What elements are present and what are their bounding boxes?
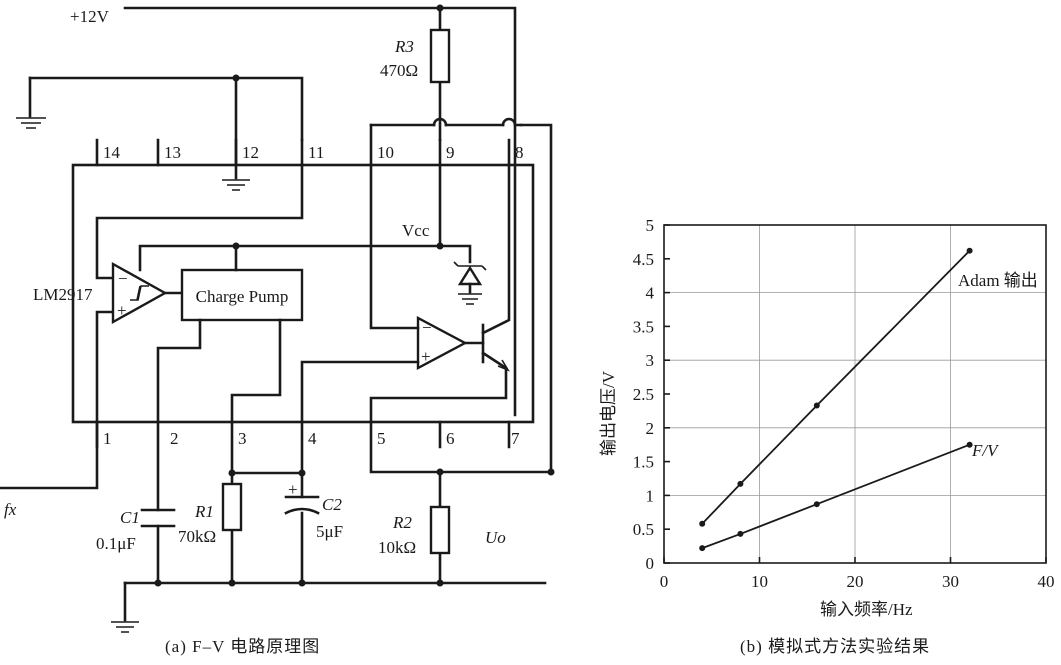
series-line-0 [701,250,971,525]
supply-rail [123,6,517,417]
charge-pump-block [180,268,304,322]
c2-value: 5μF [316,522,343,541]
crossover-bus [369,123,553,474]
output-label: Uo [485,528,506,547]
ground-symbol [16,117,46,129]
y-tick-label: 2 [646,419,655,438]
bottom-pin-stubs [95,420,511,449]
x-tick-label: 30 [942,572,959,591]
pin-11: 11 [308,143,324,162]
svg-text:+: + [421,347,431,366]
series-label-adam: Adam 输出 [958,271,1038,290]
chart-x-ticks: 0 10 20 30 40 [660,557,1055,591]
c2-name: C2 [322,495,342,514]
x-axis-label: 输入频率/Hz [820,600,913,619]
r1-resistor [221,482,243,532]
circuit-caption: (a) F–V 电路原理图 [165,637,320,656]
pin-9: 9 [446,143,455,162]
r3-resistor [429,28,451,84]
r2-value: 10kΩ [378,538,416,557]
y-tick-label: 1 [646,486,655,505]
pin-8: 8 [515,143,524,162]
y-axis-label: 输出电压/V [599,370,618,456]
series-point-1 [699,545,706,552]
pin-4: 4 [308,429,317,448]
pin-12: 12 [242,143,259,162]
pin-1: 1 [103,429,112,448]
hysteresis-icon [130,285,149,301]
pin-6: 6 [446,429,455,448]
series-point-0 [699,520,706,527]
y-tick-label: 4.5 [633,250,654,269]
ground-symbol-pin12 [222,179,250,191]
series-point-1 [966,441,973,448]
svg-text:−: − [422,318,432,337]
chart-grid [664,225,1046,563]
pump-to-pin2 [156,318,202,424]
input-wire [0,310,115,490]
r3-value: 470Ω [380,61,418,80]
pin-10: 10 [377,143,394,162]
pump-to-pin3 [230,318,282,424]
zener-diode [457,265,483,286]
r2-name: R2 [392,513,412,532]
chart-series [699,247,973,552]
zener-ground-symbol [458,293,482,305]
y-tick-label: 1.5 [633,453,654,472]
svg-text:−: − [118,269,128,288]
r3-name: R3 [394,37,414,56]
c1-value: 0.1μF [96,534,136,553]
y-tick-label: 0 [646,554,655,573]
x-tick-label: 10 [751,572,768,591]
vcc-label: Vcc [402,221,430,240]
series-point-1 [813,501,820,508]
pin-5: 5 [377,429,386,448]
series-label-fv: F/V [971,441,1000,460]
ground-wire [28,76,304,142]
charge-pump-label: Charge Pump [196,287,289,306]
ground-symbol-bottom [111,621,139,633]
x-tick-label: 40 [1038,572,1055,591]
c1-capacitor [140,508,176,528]
pin-3: 3 [238,429,247,448]
chart-caption: (b) 模拟式方法实验结果 [740,637,930,656]
top-pin-stubs [95,123,511,167]
y-tick-label: 2.5 [633,385,654,404]
pin11-internal [95,163,304,280]
y-tick-label: 3 [646,351,655,370]
pin4-to-opamp [300,360,420,424]
y-tick-label: 0.5 [633,520,654,539]
series-point-1 [737,530,744,537]
emitter-arrow [497,359,510,372]
r1-name: R1 [194,502,214,521]
x-tick-label: 0 [660,572,669,591]
pin-13: 13 [164,143,181,162]
pin-2: 2 [170,429,179,448]
y-tick-label: 5 [646,216,655,235]
pin10-to-opamp [369,163,420,330]
pin-7: 7 [511,429,520,448]
r1-value: 70kΩ [178,527,216,546]
y-tick-label: 4 [646,284,655,303]
series-line-1 [701,443,970,549]
svg-text:+: + [288,480,298,499]
input-label: fx [4,500,17,519]
pin-14: 14 [103,143,121,162]
y-tick-label: 3.5 [633,317,654,336]
chart-y-ticks: 0 0.5 1 1.5 2 2.5 3 3.5 4 4.5 5 [633,216,670,573]
series-point-0 [813,402,820,409]
chip-label: LM2917 [33,285,93,304]
series-point-0 [737,480,744,487]
circuit-diagram: +12V R3 470Ω LM2917 14 13 12 11 10 9 8 [0,4,555,656]
output-opamp [416,316,468,370]
series-point-0 [966,247,973,254]
c1-name: C1 [120,508,140,527]
r2-resistor [429,505,451,555]
x-tick-label: 20 [847,572,864,591]
supply-label: +12V [70,7,110,26]
svg-text:+: + [117,301,127,320]
